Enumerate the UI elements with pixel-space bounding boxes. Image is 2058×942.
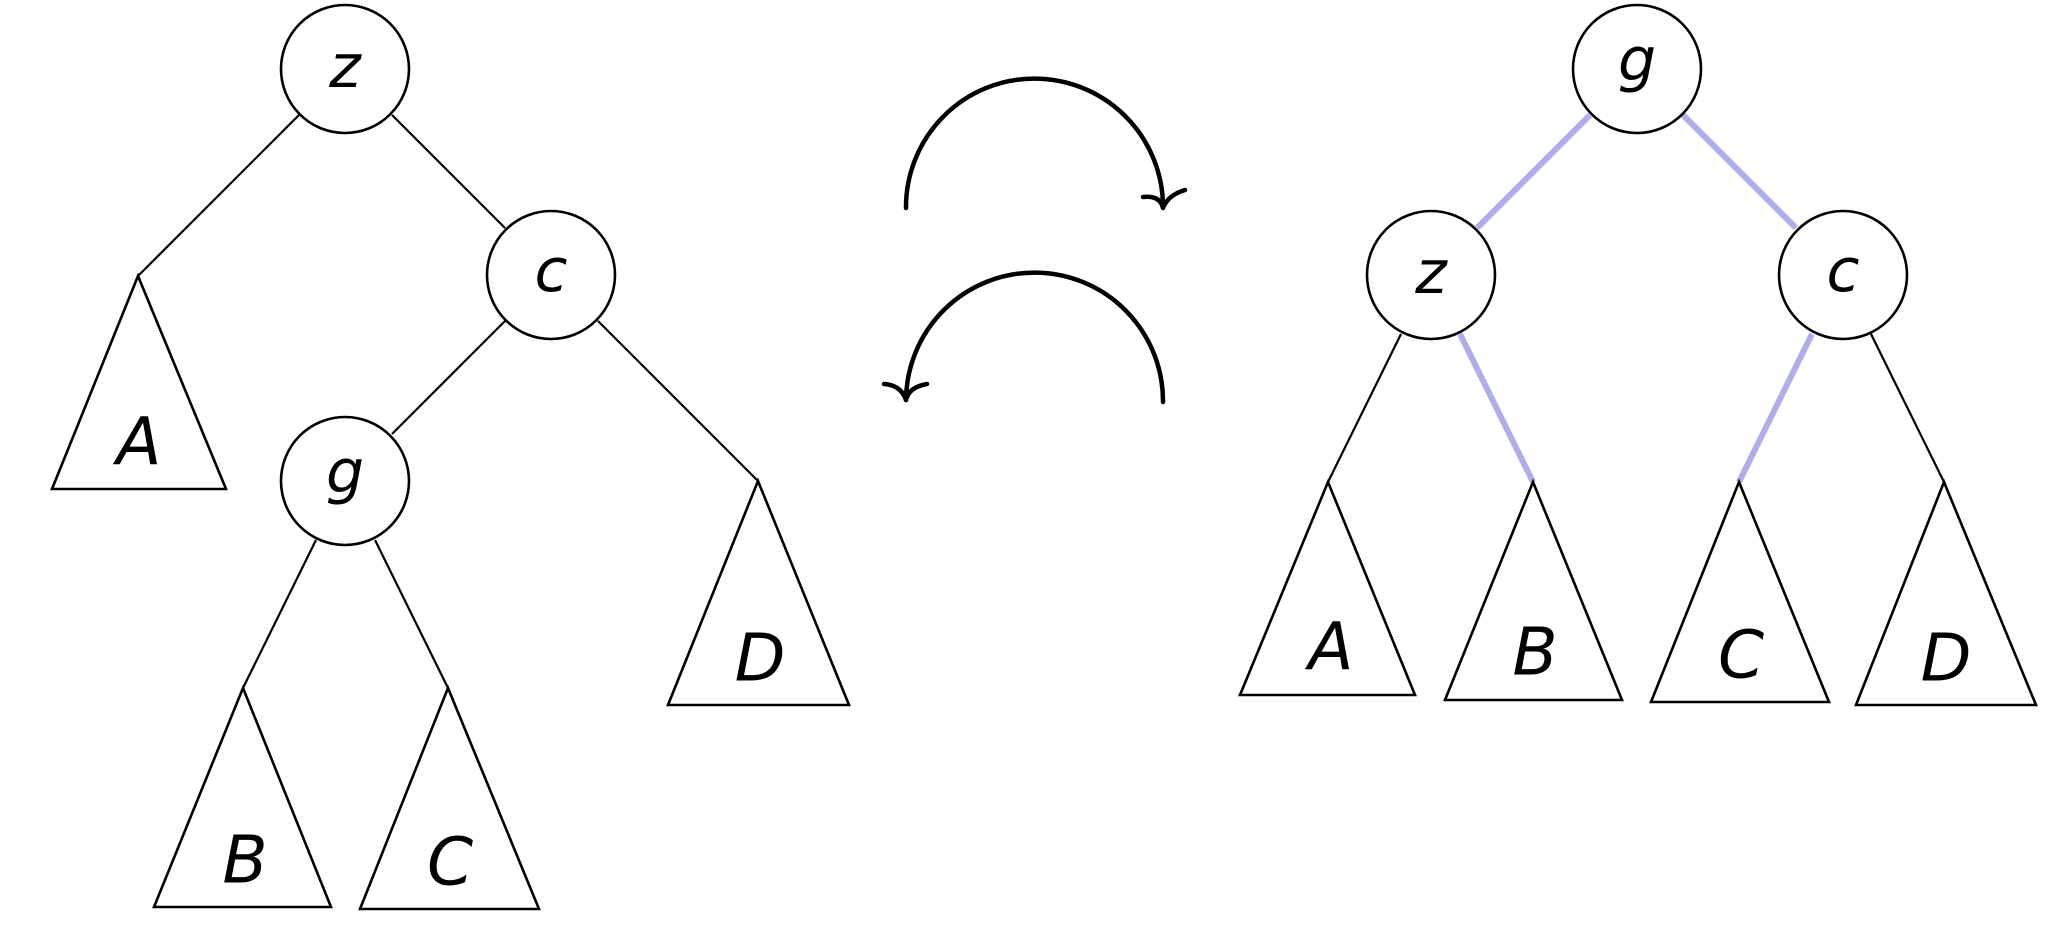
left-tree: A D B C z c g <box>50 3 851 911</box>
arrow-left-icon <box>881 270 1166 405</box>
edge-z-to-a <box>137 114 300 277</box>
right-subtree-c-label: C <box>1718 617 1764 694</box>
left-subtree-c: C <box>358 684 541 911</box>
edge-z-to-b-subtree <box>1457 332 1536 484</box>
left-subtree-b: B <box>152 684 333 909</box>
left-node-g-label: g <box>326 437 364 507</box>
right-tree-edges <box>1327 112 1945 484</box>
left-node-g: g <box>279 415 411 547</box>
right-node-g-label: g <box>1618 25 1656 95</box>
edge-g-to-b <box>242 539 317 689</box>
right-node-z-label: z <box>1414 238 1448 308</box>
edge-c-to-g <box>391 320 506 435</box>
edge-c-to-d <box>597 320 759 482</box>
left-subtree-b-label: B <box>222 822 267 899</box>
arrow-right-icon <box>903 76 1188 211</box>
left-node-c: c <box>485 209 617 341</box>
right-subtree-d-label: D <box>1921 620 1972 697</box>
edge-g-to-c-subtree <box>374 539 449 689</box>
left-subtree-a: A <box>50 272 228 491</box>
left-subtree-d-label: D <box>735 620 786 697</box>
edge-c-to-c-subtree <box>1736 332 1815 484</box>
right-subtree-b: B <box>1443 478 1624 702</box>
edge-z-to-c <box>391 114 506 229</box>
edge-g-to-c <box>1680 112 1799 231</box>
left-subtree-c-label: C <box>427 824 473 901</box>
right-tree: A B C D g z c <box>1238 3 2038 707</box>
left-subtree-d: D <box>666 477 851 707</box>
edge-c-to-d-subtree <box>1870 333 1945 483</box>
left-node-c-label: c <box>535 236 568 306</box>
right-subtree-a-label: A <box>1304 609 1353 686</box>
right-node-c-label: c <box>1827 236 1860 306</box>
left-node-z: z <box>279 3 411 135</box>
right-node-c: c <box>1777 209 1909 341</box>
left-subtree-a-label: A <box>112 404 161 481</box>
left-tree-edges <box>137 114 759 689</box>
left-node-z-label: z <box>328 32 362 102</box>
right-subtree-b-label: B <box>1512 614 1557 691</box>
right-subtree-d: D <box>1854 478 2038 707</box>
edge-g-to-z <box>1474 112 1593 231</box>
right-subtree-a: A <box>1238 478 1417 697</box>
edge-z-to-a-subtree <box>1327 333 1402 483</box>
right-node-g: g <box>1571 3 1703 135</box>
rotation-arrows <box>881 76 1188 405</box>
right-node-z: z <box>1365 209 1497 341</box>
right-subtree-c: C <box>1649 478 1831 704</box>
